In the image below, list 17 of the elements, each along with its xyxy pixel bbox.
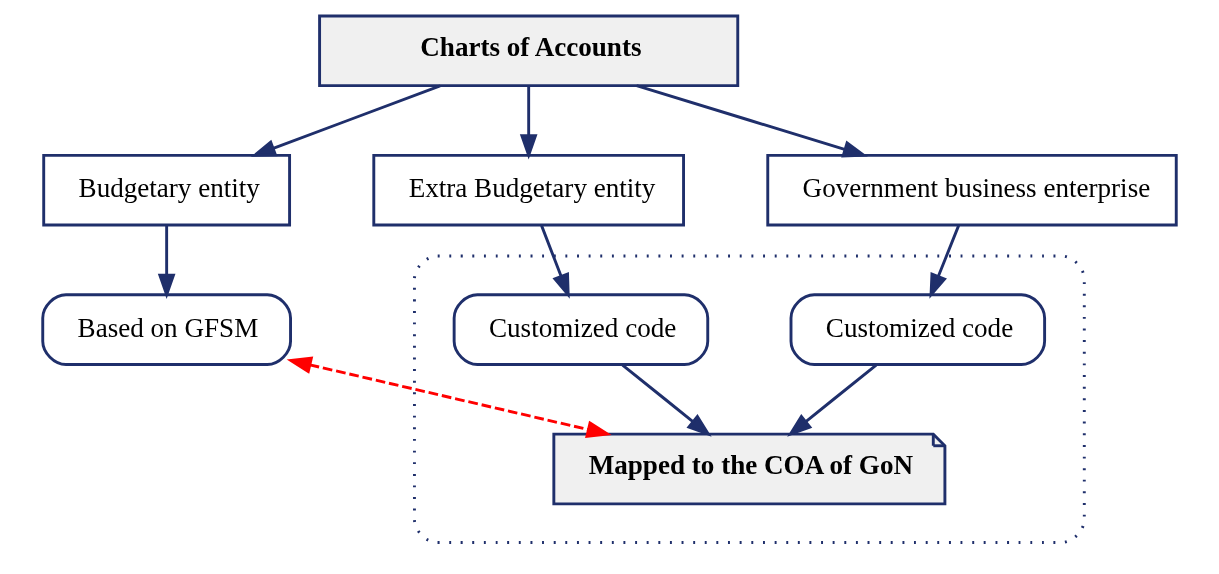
node-box: Budgetary entity (42, 153, 292, 227)
node-box: Customized code (789, 293, 1047, 366)
arrow (929, 225, 960, 299)
node-box: Customized code (452, 293, 710, 366)
arrow (157, 225, 176, 299)
arrow (250, 84, 441, 157)
node-box: Charts of Accounts (318, 14, 740, 88)
node-box: Extra Budgetary entity (372, 153, 685, 227)
cluster (413, 254, 1086, 544)
arrow (787, 363, 878, 437)
arrow (286, 356, 612, 438)
node-box: Government business enterprise (766, 153, 1178, 227)
arrow (540, 225, 570, 299)
arrow (519, 86, 538, 160)
arrow (636, 84, 868, 158)
arrow (621, 363, 712, 437)
node-box: Based on GFSM (41, 293, 292, 366)
